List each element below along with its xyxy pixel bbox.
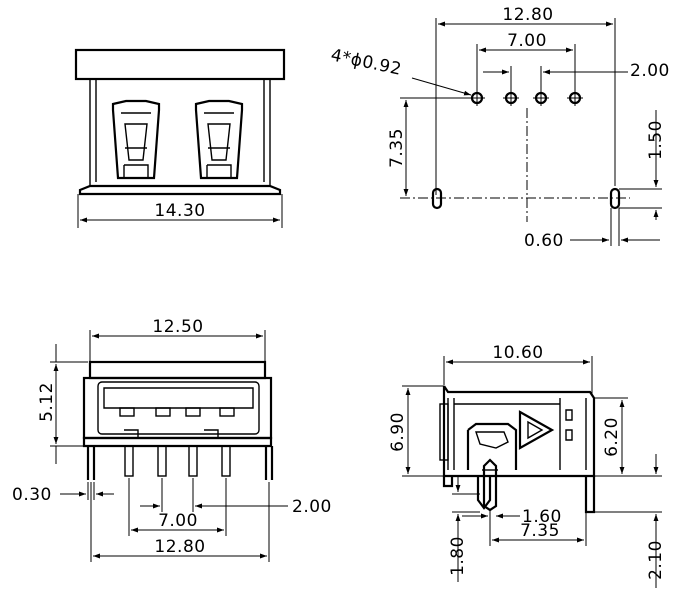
side-depth-label: 7.35 (520, 521, 560, 541)
overall-extension-lines-front (90, 482, 270, 562)
pcb-layout-view: 12.80 7.00 2.00 4*ϕ0.92 7.35 (329, 5, 670, 251)
signal-pins (124, 445, 231, 477)
center-lines (400, 108, 630, 222)
length-extension-lines (443, 356, 593, 395)
pin-width-label: 0.30 (12, 485, 52, 505)
slot-width-extension-lines (610, 208, 620, 246)
side-depth-extension-lines (489, 512, 587, 546)
tail-length-extension-lines (594, 475, 662, 513)
pin-pitch-label: 2.00 (630, 61, 670, 81)
lead-length-label: 1.80 (448, 536, 468, 576)
front-peg (442, 476, 454, 488)
overall-extension-lines (435, 18, 616, 195)
contact-spring (475, 431, 509, 449)
contacts (119, 407, 235, 417)
side-view: 10.60 6.90 6.20 2.10 (388, 343, 666, 588)
width-extension-lines (77, 194, 283, 228)
connector-base (78, 184, 282, 196)
front-opening-view: 12.50 5.12 0.30 (12, 317, 332, 562)
overall-width-label-front: 12.80 (154, 537, 205, 557)
housing-top (88, 360, 267, 380)
left-latch (111, 99, 161, 180)
contact-spring-housing (466, 422, 518, 470)
pin-width-extension-lines (87, 482, 95, 500)
mount-pins (86, 446, 274, 480)
side-front-lip (439, 403, 449, 461)
housing-extension-lines (89, 330, 266, 362)
pin-pitch-extension-lines (510, 66, 542, 92)
side-height-extension-lines (402, 385, 444, 477)
connector-inner-walls (95, 79, 265, 182)
hole-note-leader (411, 77, 472, 96)
connector-side-walls (89, 79, 271, 186)
left-slot (431, 187, 443, 210)
pcb-pin-center (482, 458, 498, 512)
rear-peg (584, 476, 596, 514)
slot-height-label: 1.50 (646, 120, 666, 160)
slot-height-extension-lines (619, 188, 662, 209)
lead-length-extension-lines (452, 493, 480, 513)
pcb-pin-left (476, 476, 492, 510)
pin-offset-label: 1.60 (522, 507, 562, 527)
slot-width-label: 0.60 (524, 231, 564, 251)
connector-top-flange (74, 48, 286, 81)
tongue (103, 387, 254, 409)
front-pin-pitch-extension-lines (161, 478, 194, 512)
front-pin-pitch-label: 2.00 (292, 497, 332, 517)
pitch-extension-lines (476, 44, 576, 95)
width-label: 14.30 (154, 201, 205, 221)
housing-width-label: 12.50 (152, 317, 203, 337)
length-label: 10.60 (492, 343, 543, 363)
overall-width-label: 12.80 (502, 5, 553, 25)
tail-length-label: 2.10 (646, 540, 666, 580)
side-latch (518, 410, 555, 450)
inner-pitch-label: 7.00 (507, 31, 547, 51)
right-slot (609, 187, 621, 210)
height-label: 5.12 (37, 382, 57, 422)
right-latch (194, 99, 244, 180)
depth-label: 7.35 (387, 128, 407, 168)
pin-span-label: 7.00 (158, 511, 198, 531)
side-height-label: 6.90 (388, 412, 408, 452)
front-top-view: 14.30 (74, 48, 286, 228)
housing-clips (124, 429, 219, 438)
housing-base (82, 436, 273, 448)
port-opening (97, 381, 260, 435)
through-holes (469, 90, 583, 106)
body-height-label: 6.20 (602, 417, 622, 457)
side-latch-inner (527, 420, 544, 440)
side-detents (565, 409, 573, 441)
pin-span-extension-lines (128, 478, 227, 536)
hole-note-label: 4*ϕ0.92 (329, 45, 403, 80)
